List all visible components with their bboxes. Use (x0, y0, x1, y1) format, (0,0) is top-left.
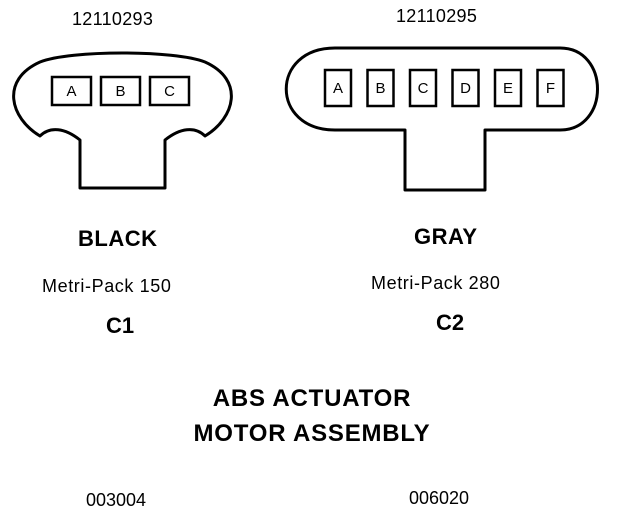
connector-c2-pin-cavity-c (408, 68, 438, 108)
connector-c1-pin-cavity-b (99, 75, 142, 107)
connector-c2: A B C D E F (284, 46, 599, 192)
connector-c1-color: BLACK (78, 226, 158, 251)
connector-c1-pin-label-a: A (66, 83, 76, 100)
connector-c2-id: C2 (436, 310, 465, 335)
connector-c1: A B C (12, 51, 233, 190)
connector-c1-housing (12, 51, 233, 190)
connector-c2-housing (284, 46, 599, 192)
connector-c1-pin-label-b: B (115, 83, 125, 100)
connector-c2-pin-label-a: A (333, 80, 343, 97)
connector-c2-pin-label-b: B (375, 80, 385, 97)
connector-c1-part-number: 12110293 (72, 9, 154, 29)
connector-c2-pin-label-d: D (460, 80, 471, 97)
connector-c2-pin-label-e: E (503, 80, 513, 97)
connector-c1-pins: A B C (50, 75, 191, 107)
connector-c2-pin-label-f: F (546, 80, 555, 97)
connector-c2-pin-cavity-e (493, 68, 523, 108)
connector-c1-pin-cavity-a (50, 75, 93, 107)
connector-c1-pin-cavity-c (148, 75, 191, 107)
connector-c2-color: GRAY (414, 224, 478, 249)
footer-code-left: 003004 (86, 490, 147, 510)
connector-c2-part-number: 12110295 (396, 6, 478, 26)
connector-c1-id: C1 (106, 313, 135, 338)
assembly-title-line-2: MOTOR ASSEMBLY (193, 420, 431, 447)
connector-c1-pin-label-c: C (164, 83, 175, 100)
connector-c2-pin-cavity-f (536, 68, 565, 108)
connector-c1-series: Metri-Pack 150 (42, 276, 172, 296)
connector-c2-pin-label-c: C (418, 80, 429, 97)
footer-code-right: 006020 (409, 488, 470, 508)
connector-c2-series: Metri-Pack 280 (371, 273, 501, 293)
connector-c2-pin-cavity-a (323, 68, 353, 108)
assembly-title-line-1: ABS ACTUATOR (212, 385, 412, 412)
connector-c2-pin-cavity-d (451, 68, 480, 108)
connector-c2-pins: A B C D E F (323, 68, 565, 108)
connector-c2-pin-cavity-b (366, 68, 395, 108)
